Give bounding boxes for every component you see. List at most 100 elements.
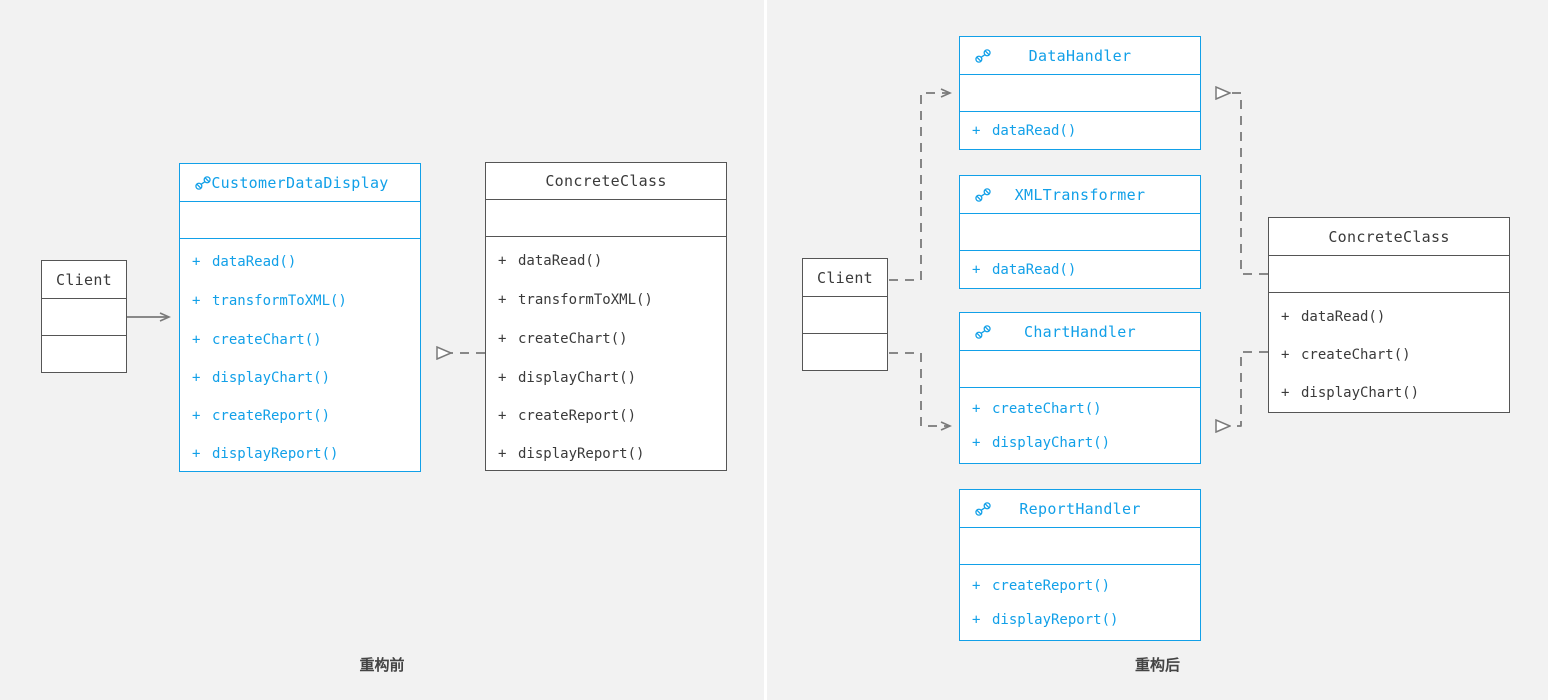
method-row[interactable]: + displayReport()	[180, 435, 420, 473]
method-visibility: +	[972, 578, 981, 594]
method-row[interactable]: + createChart()	[1269, 336, 1509, 374]
class-title-charthandler: ChartHandler	[960, 313, 1200, 351]
class-name-label: ReportHandler	[1019, 499, 1141, 518]
method-row[interactable]: + displayChart()	[180, 359, 420, 397]
class-methods-compartment: + createReport() + displayReport()	[960, 565, 1200, 640]
panel-before-refactoring: Client CustomerDataDisplay + dataRead()	[0, 0, 764, 700]
method-visibility: +	[192, 370, 201, 386]
method-visibility: +	[498, 330, 507, 347]
class-methods-compartment: + dataRead()	[960, 112, 1200, 149]
class-methods-compartment: + dataRead() + createChart() + displayCh…	[1269, 293, 1509, 413]
method-visibility: +	[1281, 308, 1290, 325]
method-visibility: +	[192, 292, 201, 309]
method-visibility: +	[498, 252, 507, 269]
method-row[interactable]: + createChart()	[960, 392, 1200, 426]
class-box-client-before[interactable]: Client	[41, 260, 127, 373]
class-methods-compartment	[803, 334, 887, 371]
method-row[interactable]: + createReport()	[960, 569, 1200, 603]
method-signature: transformToXML()	[518, 291, 653, 308]
method-visibility: +	[972, 261, 981, 278]
method-signature: transformToXML()	[212, 292, 347, 309]
method-visibility: +	[972, 401, 981, 417]
method-signature: displayChart()	[992, 434, 1111, 451]
method-row[interactable]: + dataRead()	[180, 243, 420, 281]
method-visibility: +	[498, 446, 507, 462]
class-attributes-compartment	[960, 351, 1200, 388]
class-name-label: DataHandler	[1028, 46, 1132, 65]
method-signature: createReport()	[992, 578, 1111, 594]
class-name-label: Client	[56, 270, 112, 289]
method-row[interactable]: + dataRead()	[960, 116, 1200, 145]
class-attributes-compartment	[960, 214, 1200, 251]
method-visibility: +	[192, 254, 201, 270]
method-visibility: +	[1281, 347, 1290, 363]
method-row[interactable]: + dataRead()	[1269, 297, 1509, 336]
class-attributes-compartment	[803, 297, 887, 334]
class-box-charthandler[interactable]: ChartHandler + createChart() + displayCh…	[959, 312, 1201, 464]
method-visibility: +	[1281, 385, 1290, 401]
class-methods-compartment: + dataRead()	[960, 251, 1200, 288]
method-signature: createReport()	[518, 408, 637, 424]
class-box-concreteclass-before[interactable]: ConcreteClass + dataRead() + transformTo…	[485, 162, 727, 471]
class-title-client-after: Client	[803, 259, 887, 297]
method-row[interactable]: + createChart()	[486, 319, 726, 358]
class-box-customerdatadisplay[interactable]: CustomerDataDisplay + dataRead() + trans…	[179, 163, 421, 472]
method-row[interactable]: + createChart()	[180, 320, 420, 359]
class-attributes-compartment	[1269, 256, 1509, 293]
method-visibility: +	[972, 434, 981, 451]
method-row[interactable]: + transformToXML()	[180, 281, 420, 320]
method-visibility: +	[972, 122, 981, 139]
method-row[interactable]: + dataRead()	[960, 255, 1200, 284]
method-row[interactable]: + createReport()	[180, 397, 420, 435]
method-signature: dataRead()	[212, 254, 297, 270]
class-methods-compartment: + dataRead() + transformToXML() + create…	[180, 239, 420, 471]
class-name-label: ConcreteClass	[545, 172, 667, 190]
class-methods-compartment: + createChart() + displayChart()	[960, 388, 1200, 463]
method-row[interactable]: + transformToXML()	[486, 280, 726, 319]
method-signature: createReport()	[212, 408, 331, 424]
method-row[interactable]: + displayReport()	[486, 435, 726, 473]
caption-after-refactoring: 重构后	[1134, 656, 1180, 674]
class-name-label: ChartHandler	[1024, 322, 1136, 341]
method-row[interactable]: + displayChart()	[486, 358, 726, 397]
method-signature: createChart()	[1301, 347, 1411, 363]
method-row[interactable]: + displayChart()	[960, 426, 1200, 459]
class-box-concreteclass-after[interactable]: ConcreteClass + dataRead() + createChart…	[1268, 217, 1510, 413]
class-title-reporthandler: ReportHandler	[960, 490, 1200, 528]
class-attributes-compartment	[960, 528, 1200, 565]
class-attributes-compartment	[180, 202, 420, 239]
interface-socket-icon	[975, 501, 991, 516]
class-title-client-before: Client	[42, 261, 126, 299]
method-signature: displayReport()	[992, 611, 1119, 628]
method-signature: dataRead()	[992, 261, 1077, 278]
method-row[interactable]: + createReport()	[486, 397, 726, 435]
method-signature: displayChart()	[212, 370, 331, 386]
class-box-reporthandler[interactable]: ReportHandler + createReport() + display…	[959, 489, 1201, 641]
method-row[interactable]: + displayChart()	[1269, 374, 1509, 412]
interface-socket-icon	[975, 48, 991, 63]
interface-socket-icon	[975, 187, 991, 202]
method-row[interactable]: + dataRead()	[486, 241, 726, 280]
method-visibility: +	[498, 291, 507, 308]
method-signature: displayChart()	[518, 369, 637, 386]
method-signature: dataRead()	[1301, 308, 1386, 325]
method-signature: displayReport()	[212, 446, 339, 462]
class-name-label: Client	[817, 268, 873, 287]
class-title-xmltransformer: XMLTransformer	[960, 176, 1200, 214]
class-name-label: CustomerDataDisplay	[211, 173, 389, 192]
class-box-client-after[interactable]: Client	[802, 258, 888, 371]
caption-before-refactoring: 重构前	[359, 656, 405, 674]
method-visibility: +	[192, 408, 201, 424]
method-row[interactable]: + displayReport()	[960, 603, 1200, 636]
method-signature: displayReport()	[518, 446, 645, 462]
class-title-customerdatadisplay: CustomerDataDisplay	[180, 164, 420, 202]
class-box-xmltransformer[interactable]: XMLTransformer + dataRead()	[959, 175, 1201, 289]
method-visibility: +	[498, 369, 507, 386]
interface-socket-icon	[195, 175, 211, 190]
class-box-datahandler[interactable]: DataHandler + dataRead()	[959, 36, 1201, 150]
method-visibility: +	[192, 331, 201, 348]
class-name-label: ConcreteClass	[1328, 227, 1450, 246]
method-signature: displayChart()	[1301, 385, 1420, 401]
method-visibility: +	[972, 611, 981, 628]
class-methods-compartment: + dataRead() + transformToXML() + create…	[486, 237, 726, 470]
